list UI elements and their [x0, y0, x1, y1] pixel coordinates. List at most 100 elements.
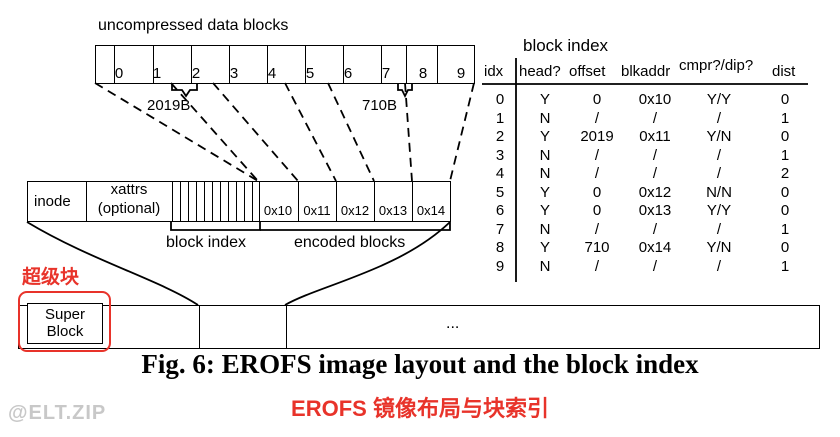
table-cell: 5 — [495, 183, 505, 201]
table-cell: 0x13 — [638, 202, 672, 219]
encoded-block-0x13: 0x13 — [378, 203, 408, 218]
image-row — [27, 181, 451, 222]
brace-710b — [397, 83, 413, 99]
table-cell: 8 — [495, 239, 505, 256]
table-cell: Y — [539, 202, 550, 219]
brace-2019b — [171, 83, 198, 98]
table-cell: / — [594, 257, 600, 275]
table-cell: Y — [539, 128, 550, 145]
super-block-annotation: 超级块 — [22, 267, 80, 288]
ublock-4: 4 — [267, 65, 277, 82]
table-cell: N — [539, 146, 551, 164]
disk-ellipsis: ... — [446, 315, 460, 332]
table-cell: / — [652, 146, 658, 164]
table-cell: / — [594, 146, 600, 164]
table-cell: N — [539, 165, 551, 182]
super-block-line1: Super — [44, 306, 86, 323]
ublock-1: 1 — [152, 65, 162, 82]
table-cell: / — [716, 257, 722, 275]
table-cell: 1 — [780, 109, 790, 127]
table-cell: 2 — [495, 128, 505, 145]
super-block-line2: Block — [46, 323, 84, 340]
table-cell: Y/Y — [706, 202, 732, 219]
table-cell: / — [652, 109, 658, 127]
table-cell: Y — [539, 91, 550, 108]
ublock-7: 7 — [381, 65, 391, 82]
figure-caption-cn: EROFS 镜像布局与块索引 — [291, 396, 549, 421]
table-cell: Y/N — [706, 239, 732, 256]
ublock-6: 6 — [343, 65, 353, 82]
table-cell: Y/Y — [706, 91, 732, 108]
table-cell: / — [716, 109, 722, 127]
xattrs-sub-label: (optional) — [97, 200, 161, 217]
curve-right — [284, 221, 451, 306]
table-cell: / — [716, 146, 722, 164]
block-index-label: block index — [166, 234, 247, 251]
table-header-blkaddr: blkaddr — [621, 63, 671, 80]
table-header-offset: offset — [569, 63, 606, 80]
table-cell: 0x12 — [638, 183, 672, 201]
table-cell: 0 — [780, 128, 790, 145]
table-cell: 2019 — [580, 128, 614, 145]
table-cell: 3 — [495, 146, 505, 164]
table-cell: / — [594, 165, 600, 182]
table-header-head: head? — [519, 63, 561, 80]
encoded-block-0x10: 0x10 — [263, 203, 293, 218]
table-cell: N/N — [706, 183, 732, 201]
dash-line-5 — [404, 82, 413, 182]
ublock-0: 0 — [114, 65, 124, 82]
table-cell: 0 — [592, 91, 602, 108]
table-cell: / — [716, 220, 722, 238]
table-cell: 2 — [780, 165, 790, 182]
table-cell: 4 — [495, 165, 505, 182]
ublock-2: 2 — [191, 65, 201, 82]
table-cell: 0 — [592, 183, 602, 201]
table-cell: 0 — [780, 202, 790, 219]
encoded-block-0x14: 0x14 — [416, 203, 446, 218]
table-header-cmpr: cmpr?/dip? — [679, 57, 754, 74]
dash-line-0 — [94, 82, 259, 182]
table-cell: 1 — [780, 220, 790, 238]
dash-line-6 — [449, 82, 475, 182]
figure-caption: Fig. 6: EROFS image layout and the block… — [141, 349, 699, 379]
uncompressed-blocks-row — [95, 45, 475, 84]
table-cell: 7 — [495, 220, 505, 238]
super-block-highlight — [18, 291, 111, 352]
watermark: @ELT.ZIP — [8, 402, 107, 424]
table-cell: 1 — [780, 146, 790, 164]
table-cell: 0 — [780, 183, 790, 201]
inode-label: inode — [34, 193, 71, 210]
disk-row — [18, 305, 820, 349]
ublock-5: 5 — [305, 65, 315, 82]
curve-left — [26, 221, 199, 306]
encoded-block-0x12: 0x12 — [340, 203, 370, 218]
table-cell: Y/N — [706, 128, 732, 145]
table-cell: 6 — [495, 202, 505, 219]
table-cell: 710 — [584, 239, 610, 256]
bracket-encoded-blocks — [260, 222, 451, 231]
table-header-idx: idx — [484, 63, 504, 80]
super-block — [27, 303, 103, 344]
table-cell: / — [594, 109, 600, 127]
encoded-block-0x11: 0x11 — [303, 203, 331, 218]
table-cell: 1 — [495, 109, 505, 127]
table-cell: Y — [539, 183, 550, 201]
table-cell: 0 — [780, 91, 790, 108]
table-cell: Y — [539, 239, 550, 256]
brace-label-710b: 710B — [362, 97, 398, 114]
dash-line-4 — [327, 82, 375, 182]
uncompressed-title: uncompressed data blocks — [98, 17, 289, 34]
table-cell: 9 — [495, 257, 505, 275]
xattrs-label: xattrs — [110, 181, 148, 198]
table-cell: N — [539, 109, 551, 127]
table-cell: 0x14 — [638, 239, 672, 256]
encoded-blocks-label: encoded blocks — [294, 234, 406, 251]
table-cell: / — [652, 220, 658, 238]
ublock-9: 9 — [456, 65, 466, 82]
table-cell: N — [539, 220, 551, 238]
table-cell: / — [716, 165, 722, 182]
table-cell: 0x11 — [639, 128, 671, 145]
table-title: block index — [523, 36, 609, 55]
table-cell: / — [652, 165, 658, 182]
